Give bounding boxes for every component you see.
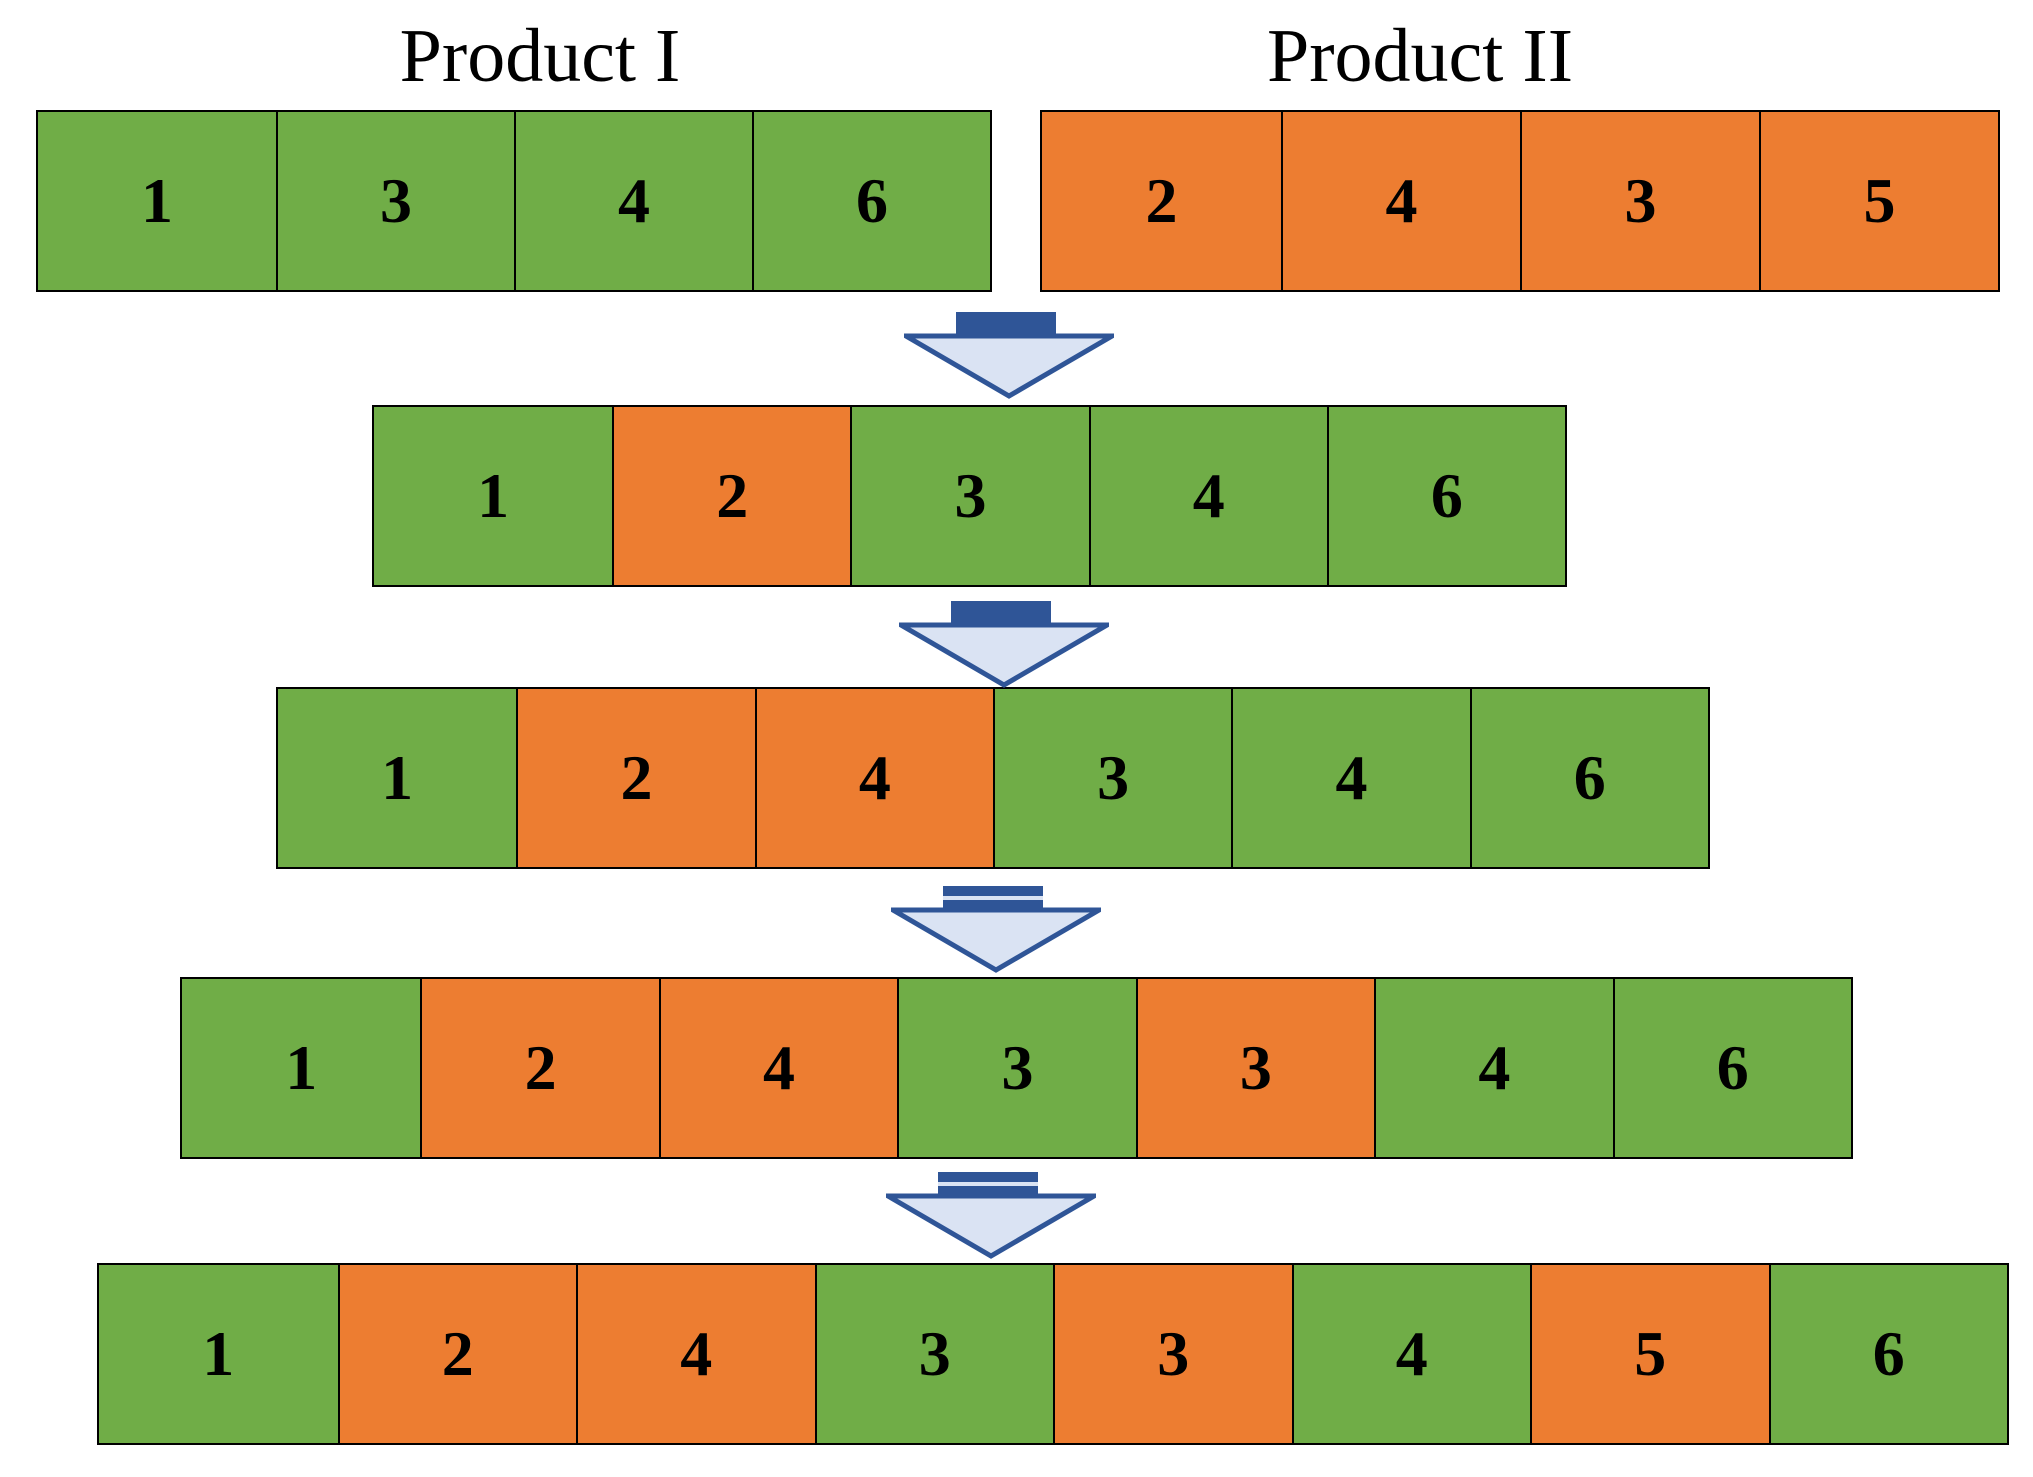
sequence-cell: 4	[1281, 112, 1520, 290]
sequence-cell: 3	[1053, 1265, 1292, 1443]
sequence-cell: 5	[1530, 1265, 1769, 1443]
sequence-cell: 3	[1520, 112, 1759, 290]
sequence-cell: 1	[99, 1265, 338, 1443]
sequence-cell: 3	[850, 407, 1089, 585]
sequence-cell: 4	[576, 1265, 815, 1443]
sequence-cell: 5	[1759, 112, 1998, 290]
sequence-cell: 1	[182, 979, 421, 1157]
sequence-cell: 3	[897, 979, 1136, 1157]
down-arrow-icon	[891, 886, 1101, 973]
sequence-cell: 6	[752, 112, 990, 290]
sequence-cell: 2	[516, 689, 755, 867]
sequence-cell: 6	[1326, 407, 1565, 585]
sequence-cell: 2	[337, 1265, 576, 1443]
sequence-cell: 2	[420, 979, 659, 1157]
sequence-cell: 6	[1612, 979, 1851, 1157]
product-2-title: Product II	[1266, 14, 1574, 98]
down-arrow-icon	[886, 1172, 1096, 1259]
down-arrow-icon	[904, 312, 1114, 399]
sequence-cell: 6	[1768, 1265, 2007, 1443]
sequence-cell: 4	[754, 689, 993, 867]
sequence-cell: 4	[1291, 1265, 1530, 1443]
sequence-cell: 2	[612, 407, 851, 585]
down-arrow-icon	[899, 601, 1109, 688]
sequence-cell: 1	[374, 407, 613, 585]
sequence-cell: 4	[1374, 979, 1613, 1157]
sequence-cell: 1	[278, 689, 517, 867]
sequence-cell: 3	[1135, 979, 1375, 1157]
sequence-cell: 2	[1042, 112, 1281, 290]
sequence-cell: 6	[1469, 689, 1708, 867]
sequence-cell: 4	[1231, 689, 1470, 867]
sequence-cell: 4	[514, 112, 752, 290]
product-1-title: Product I	[399, 14, 681, 98]
sequence-cell: 3	[276, 112, 514, 290]
sequence-cell: 1	[38, 112, 276, 290]
sequence-cell: 3	[992, 689, 1232, 867]
sequence-cell: 3	[814, 1265, 1053, 1443]
sequence-cell: 4	[1088, 407, 1327, 585]
sequence-cell: 4	[658, 979, 898, 1157]
